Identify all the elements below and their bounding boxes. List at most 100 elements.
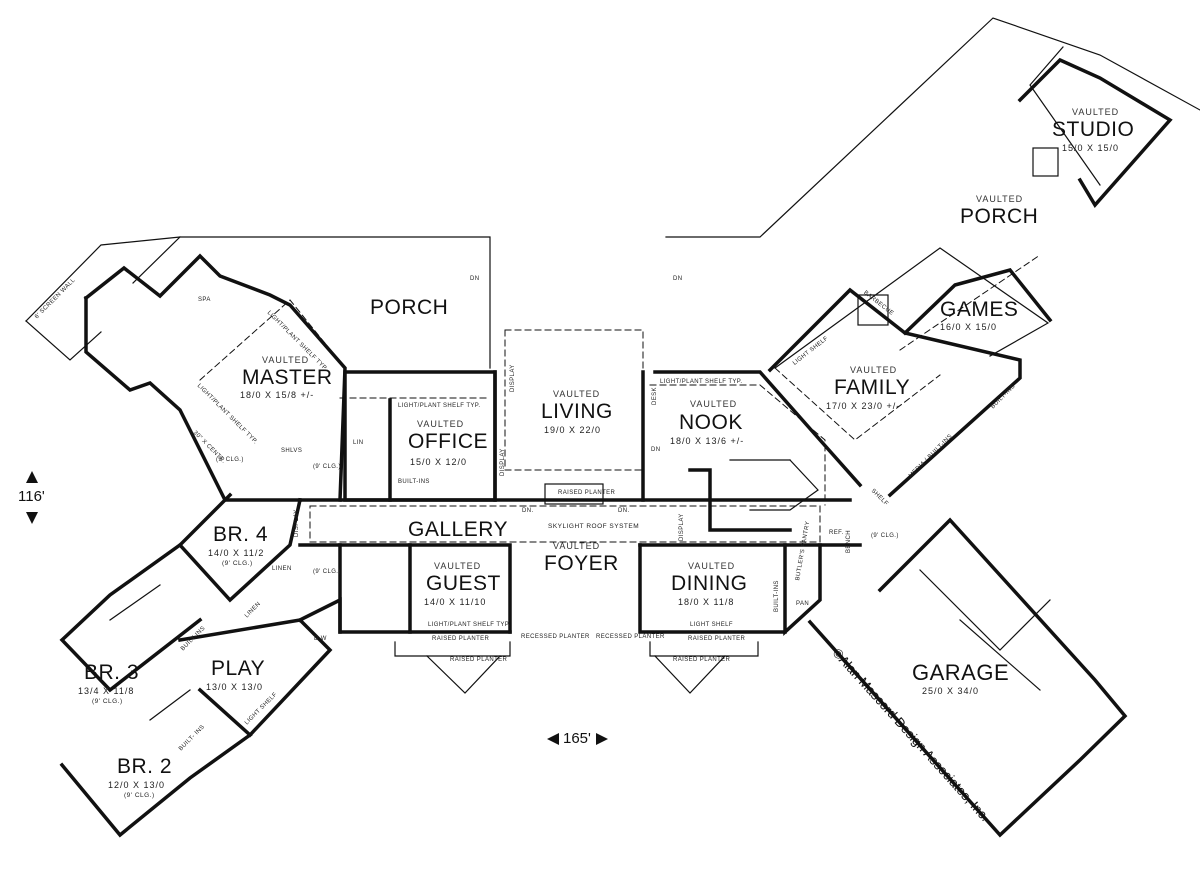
note-guest-planter-low: RAISED PLANTER [450, 657, 508, 663]
note-pan: PAN [796, 601, 810, 607]
wall-master-outer [83, 253, 347, 502]
wall-gallery-bottom [298, 543, 512, 634]
family-dashed [774, 367, 941, 441]
note-shlvs: SHLVS [281, 448, 303, 454]
room-nook-name: NOOK [679, 411, 743, 434]
note-nook-shelf: LIGHT/PLANT SHELF TYP. [660, 379, 743, 385]
room-living-name: LIVING [541, 400, 613, 423]
note-dn-gallery-r: DN. [618, 508, 630, 514]
room-br3-name: BR. 3 [84, 661, 140, 684]
note-office-shelf: LIGHT/PLANT SHELF TYP. [398, 403, 481, 409]
room-gallery-name: GALLERY [408, 518, 508, 541]
room-porch-ne-name: PORCH [960, 205, 1039, 228]
garage-bay-2 [959, 619, 1041, 691]
note-linen-br4: LINEN [272, 566, 292, 572]
room-br4-clg: (9' CLG.) [222, 560, 253, 567]
note-dn-west: DN [470, 276, 480, 282]
room-br2-name: BR. 2 [117, 755, 173, 778]
room-games-dims: 16/0 X 15/0 [940, 322, 998, 332]
room-guest-dims: 14/0 X 11/10 [424, 597, 487, 607]
room-office-name: OFFICE [408, 430, 488, 453]
room-master-dims: 18/0 X 15/8 +/- [240, 390, 315, 400]
wall-garage [807, 517, 1128, 838]
wall-br2 [59, 687, 253, 838]
barbecue [857, 294, 889, 326]
porch-outline-center [665, 17, 1200, 238]
room-living-vaulted: VAULTED [553, 389, 601, 399]
room-garage-name: GARAGE [912, 660, 1010, 685]
planter-outline-2 [649, 641, 759, 657]
wall-nook [653, 370, 863, 488]
wall-family [767, 287, 1022, 498]
room-foyer-vaulted: VAULTED [553, 541, 601, 551]
note-br-hall-clg: (9' CLG.) [313, 569, 341, 575]
master-dashed [199, 299, 346, 381]
room-family-dims: 17/0 X 23/0 +/- [826, 401, 901, 411]
screen-wall [25, 320, 102, 361]
room-gallery-note: SKYLIGHT ROOF SYSTEM [548, 523, 640, 530]
note-display-gallery: DISPLAY [294, 509, 300, 537]
room-living-dims: 19/0 X 22/0 [544, 425, 602, 435]
note-dw: D W [314, 636, 327, 642]
planter-outline-1 [394, 641, 511, 657]
note-display-living: DISPLAY [510, 364, 516, 392]
room-office-dims: 15/0 X 12/0 [410, 457, 468, 467]
wall-pantry [783, 543, 822, 636]
note-dining-planter-low: RAISED PLANTER [673, 657, 731, 663]
overall-width: 165' [563, 730, 591, 747]
studio-stair [1032, 147, 1059, 177]
wall-studio [1017, 57, 1173, 208]
room-play-dims: 13/0 X 13/0 [206, 682, 264, 692]
note-dn-gallery-l: DN. [522, 508, 534, 514]
porch-rail-nw [132, 236, 181, 284]
wall-play-lower [297, 597, 342, 634]
br3-closet [109, 584, 161, 621]
room-games-name: GAMES [940, 298, 1019, 321]
wall-play [177, 618, 333, 738]
note-display-dining: DISPLAY [679, 513, 685, 541]
note-lin: LIN [353, 440, 364, 446]
room-master-vaulted: VAULTED [262, 355, 310, 365]
note-dn-east: DN [673, 276, 683, 282]
room-office-vaulted: VAULTED [417, 419, 465, 429]
garage-bay-1 [919, 569, 1051, 651]
gallery-skylight [309, 505, 821, 543]
room-br4-dims: 14/0 X 11/2 [208, 548, 265, 558]
room-play-name: PLAY [211, 657, 266, 680]
room-family-name: FAMILY [834, 376, 911, 399]
living-vault-outline [504, 329, 644, 471]
wall-br4 [177, 492, 303, 603]
note-guest-shelf: LIGHT/PLANT SHELF TYP. [428, 622, 511, 628]
room-br2-dims: 12/0 X 13/0 [108, 780, 166, 790]
note-spa: SPA [198, 297, 211, 303]
nook-dashed [649, 384, 826, 506]
wall-br3 [59, 542, 203, 693]
room-nook-dims: 18/0 X 13/6 +/- [670, 436, 745, 446]
wall-games [902, 268, 1053, 336]
overall-depth: 116' [18, 488, 45, 505]
living-fireplace [544, 483, 604, 505]
note-dining-shelf: LIGHT SHELF [690, 622, 733, 628]
note-living-planter: RAISED PLANTER [558, 490, 616, 496]
room-guest-vaulted: VAULTED [434, 561, 482, 571]
studio-porch-outline [1029, 46, 1101, 186]
note-dn-nook: DN [651, 447, 661, 453]
room-porch-ne-vaulted: VAULTED [976, 194, 1024, 204]
room-br3-dims: 13/4 X 11/8 [78, 686, 135, 696]
note-recessed-planter-left: RECESSED PLANTER [521, 634, 590, 640]
note-ref: REF. [829, 530, 844, 536]
room-dining-vaulted: VAULTED [688, 561, 736, 571]
br2-closet [149, 689, 191, 721]
room-br3-clg: (9' CLG.) [92, 698, 123, 705]
room-studio-vaulted: VAULTED [1072, 107, 1120, 117]
room-nook-vaulted: VAULTED [690, 399, 738, 409]
room-master-name: MASTER [242, 366, 333, 389]
note-desk: DESK [652, 387, 658, 405]
note-display-living-2: DISPLAY [500, 448, 506, 476]
kitchen-counter [749, 459, 819, 511]
room-br4-name: BR. 4 [213, 523, 269, 546]
note-dining-built-ins: BUILT-INS [774, 580, 780, 612]
note-recessed-planter-right: RECESSED PLANTER [596, 634, 665, 640]
note-bench: BENCH [846, 529, 852, 553]
